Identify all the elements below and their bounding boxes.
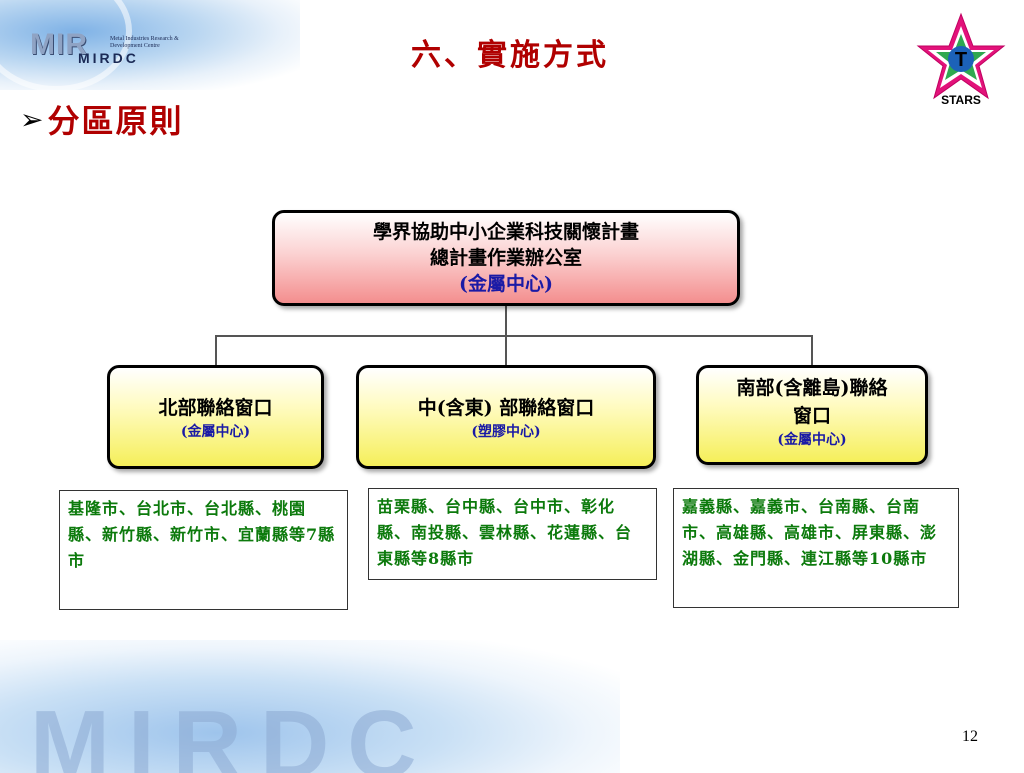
org-central-sub: (塑膠中心) [471,424,541,440]
org-top-line3: (金屬中心) [459,273,553,295]
connector-center-vertical [505,335,507,367]
org-top-line2: 總計畫作業辦公室 [429,247,582,269]
org-south-title-line1: 南部(含離島)聯絡 [736,377,888,399]
connector-top-vertical [505,306,507,336]
org-top-line1: 學界協助中小企業科技關懷計畫 [372,221,639,243]
stars-logo-label: STARS [941,93,981,107]
connector-right-vertical [811,335,813,367]
logo-mir-text: MIR [30,28,88,61]
org-north-box: 北部聯絡窗口 (金屬中心) [107,365,324,469]
north-region-list: 基隆市、台北市、台北縣、桃園縣、新竹縣、新竹市、宜蘭縣等7縣市 [59,490,348,610]
slide-title: 六、實施方式 [411,38,609,73]
org-north-sub: (金屬中心) [180,424,251,440]
org-south-box: 南部(含離島)聯絡 窗口 (金屬中心) [696,365,928,465]
org-south-sub: (金屬中心) [777,432,847,448]
logo-subtitle-line2: Development Centre [110,43,160,49]
org-north-title: 北部聯絡窗口 [158,397,273,419]
org-south-title-line2: 窗口 [792,405,831,427]
org-top-office-box: 學界協助中小企業科技關懷計畫 總計畫作業辦公室 (金屬中心) [272,210,740,306]
logo-subtitle-line1: Metal Industries Research & [110,36,179,42]
org-central-box: 中(含東) 部聯絡窗口 (塑膠中心) [356,365,656,469]
bottom-watermark-text: MIRDC [30,691,435,773]
logo-swirl [0,0,132,92]
logo-mirdc-text: MIRDC [78,50,139,66]
bullet-heading: ➢ 分區原則 [20,96,183,142]
bullet-heading-text: 分區原則 [47,102,184,140]
connector-left-vertical [215,335,217,367]
bottom-watermark-background [0,640,620,773]
stars-star-icon: T [916,12,1006,100]
connector-horizontal [215,335,813,337]
org-central-title: 中(含東) 部聯絡窗口 [417,397,595,419]
south-region-list: 嘉義縣、嘉義市、台南縣、台南市、高雄縣、高雄市、屏東縣、澎湖縣、金門縣、連江縣等… [673,488,959,608]
arrow-bullet-icon: ➢ [20,102,44,136]
stars-logo-letter: T [955,49,967,71]
page-number: 12 [962,728,978,745]
logo-subtitle: Metal Industries Research & Development … [110,36,220,50]
central-region-list: 苗栗縣、台中縣、台中市、彰化縣、南投縣、雲林縣、花蓮縣、台東縣等8縣市 [368,488,657,580]
